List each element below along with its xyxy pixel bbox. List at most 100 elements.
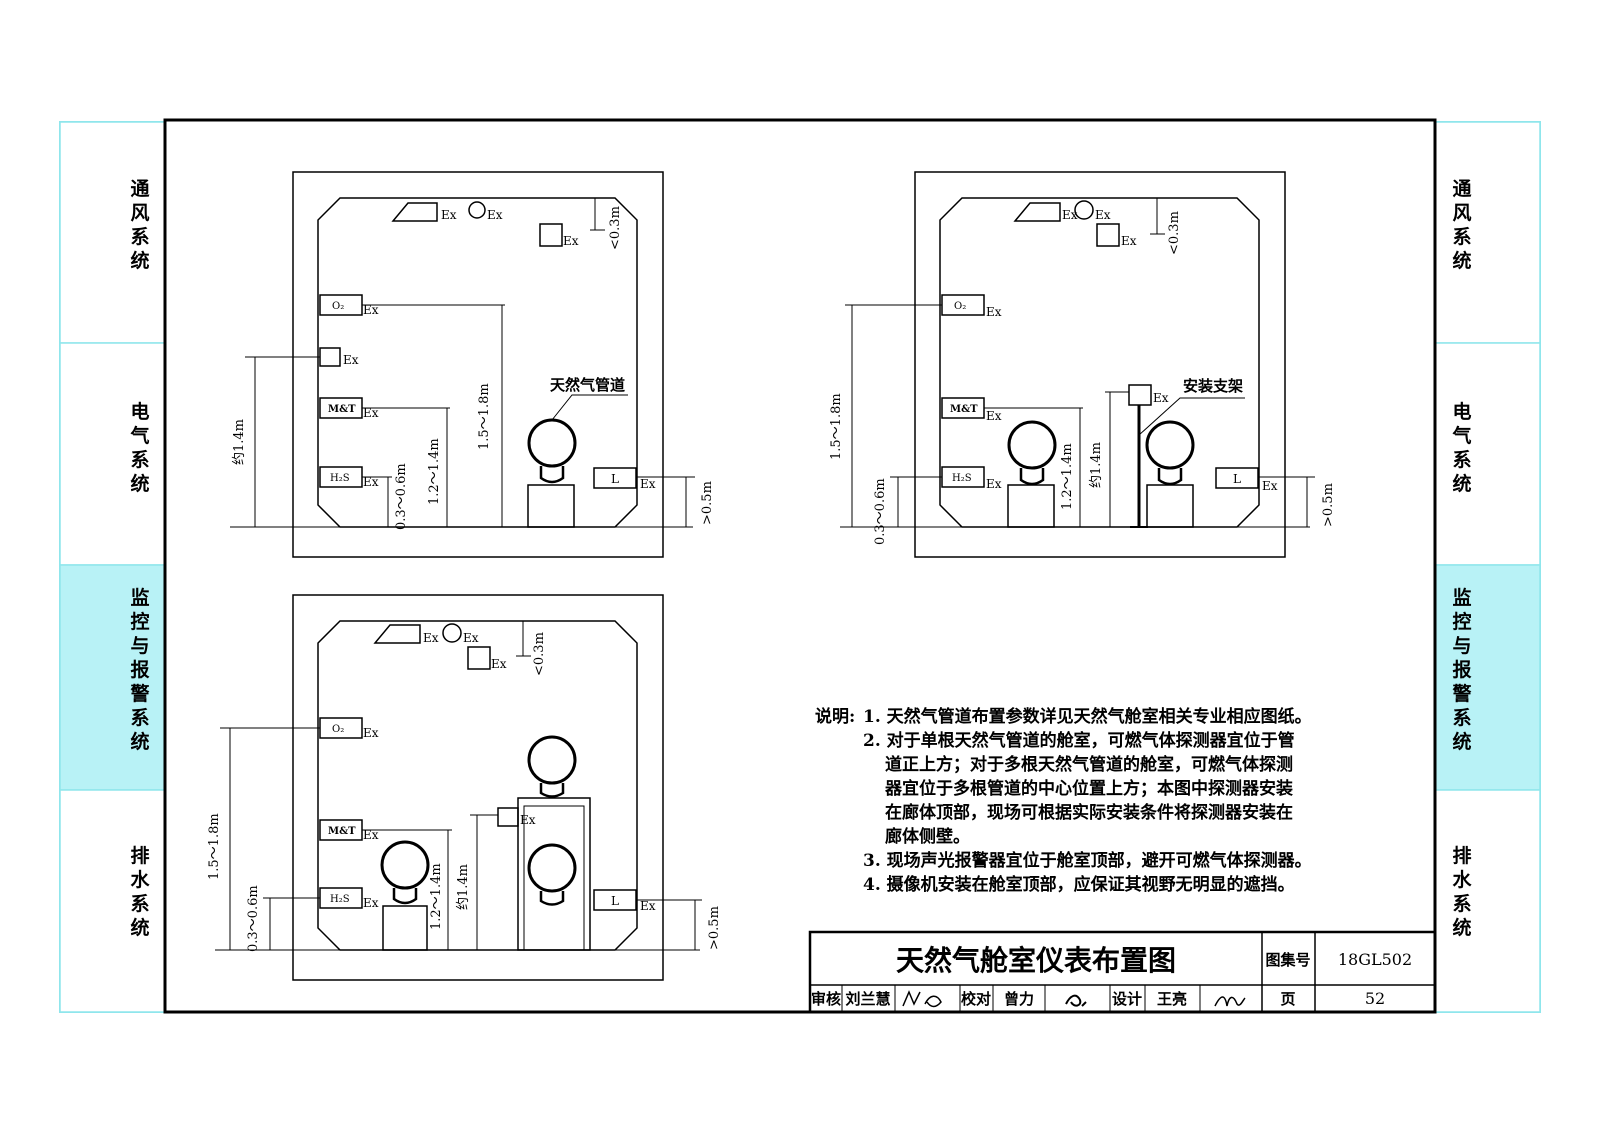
panel-a-dim-top-label: <0.3m <box>608 206 623 250</box>
panel-a-ex-h2s: Ex <box>363 475 379 489</box>
panel-b-ex-l: Ex <box>1262 479 1278 493</box>
panel-c-dim-1518-label: 1.5～1.8m <box>207 813 222 880</box>
page-label: 页 <box>1280 990 1295 1008</box>
panel-b-ex-alarm: Ex <box>1062 208 1078 222</box>
panel-b-ex-h2s: Ex <box>986 477 1002 491</box>
tab-electrical[interactable] <box>59 342 166 566</box>
notes-heading: 说明: <box>815 706 855 727</box>
review-label: 审核 <box>811 990 841 1008</box>
panel-b-dim-1518-label: 1.5～1.8m <box>829 393 844 460</box>
note-line-6: 廊体侧壁。 <box>885 826 970 847</box>
checker-name: 曾力 <box>1004 990 1034 1008</box>
panel-b-dim-1214-label: 1.2～1.4m <box>1060 443 1075 510</box>
panel-c-ex-alarm: Ex <box>423 631 439 645</box>
side-nav-left: 通风系统 电气系统 监控与报警系统 排水系统 <box>59 121 166 1013</box>
side-nav-right: 通风系统 电气系统 监控与报警系统 排水系统 <box>1434 121 1541 1013</box>
panel-c-alarm-icon <box>373 624 421 644</box>
tab-drainage[interactable] <box>59 789 166 1013</box>
panel-a-ex-mt: Ex <box>363 406 379 420</box>
panel-b-ex-mt: Ex <box>986 409 1002 423</box>
panel-a-outline <box>292 171 664 558</box>
panel-c-ex-mt: Ex <box>363 828 379 842</box>
panel-a-dim-approx14-label: 约1.4m <box>232 419 247 465</box>
panel-two-pipes <box>840 171 1315 558</box>
note-line-8: 4. 摄像机安装在舱室顶部，应保证其视野无明显的遮挡。 <box>863 874 1295 895</box>
panel-a-gas-detector-icon <box>539 223 563 247</box>
panel-a-pipe-clamp <box>539 466 565 484</box>
check-label: 校对 <box>961 990 991 1008</box>
panel-c-dim-gt05-label: >0.5m <box>707 906 722 950</box>
panel-b-outline <box>914 171 1286 558</box>
tab-ventilation-label: 通风系统 <box>130 178 150 272</box>
panel-c-mt-label: M&T <box>328 826 356 837</box>
panel-c-ex-h2s: Ex <box>363 896 379 910</box>
tab-drainage-right[interactable] <box>1434 789 1541 1013</box>
panel-c-ex-camera: Ex <box>463 631 479 645</box>
panel-a-dim-1214-label: 1.2～1.4m <box>427 438 442 505</box>
panel-c-ex-o2: Ex <box>363 726 379 740</box>
panel-stacked-pipes <box>215 594 702 981</box>
panel-b-ex-o2: Ex <box>986 305 1002 319</box>
panel-b-support-2 <box>1146 484 1194 528</box>
panel-a-ex-phone: Ex <box>343 353 359 367</box>
panel-a-ex-camera: Ex <box>487 208 503 222</box>
notes: 说明: 1. 天然气管道布置参数详见天然气舱室相关专业相应图纸。 2. 对于单根… <box>815 706 1312 895</box>
panel-a-o2-label: O₂ <box>332 301 344 312</box>
panel-a-ex-o2: Ex <box>363 303 379 317</box>
panel-b-phone-icon <box>1128 384 1152 406</box>
panel-b-labels: Ex Ex Ex O₂ Ex M&T Ex H₂S Ex L Ex Ex 安装支… <box>829 208 1336 545</box>
panel-b-dim-top-label: <0.3m <box>1167 211 1182 255</box>
panel-b-l-label: L <box>1233 472 1241 486</box>
atlas-label: 图集号 <box>1265 951 1310 969</box>
tab-ventilation-right[interactable] <box>1434 121 1541 344</box>
panel-c-outline <box>292 594 664 981</box>
page-number: 52 <box>1365 989 1385 1008</box>
note-line-4: 器宜位于多根管道的中心位置上方；本图中探测器安装 <box>884 778 1293 799</box>
panel-a-dim-gt05-label: >0.5m <box>700 481 715 525</box>
panel-a-l-label: L <box>611 472 619 486</box>
panel-c-dim-top-label: <0.3m <box>532 632 547 676</box>
panel-a-level-sensor <box>593 467 637 489</box>
panel-c-pipe-1 <box>380 840 430 890</box>
panel-b-ex-camera: Ex <box>1095 208 1111 222</box>
panel-a-pipe-callout: 天然气管道 <box>550 376 625 394</box>
panel-b-callout-leader <box>1138 397 1245 436</box>
note-line-2: 2. 对于单根天然气管道的舱室，可燃气体探测器宜位于管 <box>863 730 1295 751</box>
panel-b-dim-gt05-label: >0.5m <box>1321 483 1336 527</box>
tab-monitoring-right[interactable] <box>1434 564 1541 791</box>
panel-b-ex-phone: Ex <box>1153 391 1169 405</box>
panel-c-pipe-2 <box>527 735 577 785</box>
checker-initials-mark <box>902 990 942 1008</box>
panel-b-ex-detector: Ex <box>1121 234 1137 248</box>
panel-a-labels: Ex Ex Ex O₂ Ex Ex M&T Ex H₂S Ex L Ex 天然气… <box>232 206 715 530</box>
reviewer-name: 刘兰慧 <box>845 990 890 1008</box>
atlas-number: 18GL502 <box>1338 950 1412 969</box>
panel-b-h2s-label: H₂S <box>952 473 972 484</box>
panel-c-ex-l: Ex <box>640 899 656 913</box>
panel-c-dim-approx14-label: 约1.4m <box>456 864 471 910</box>
note-line-1: 1. 天然气管道布置参数详见天然气舱室相关专业相应图纸。 <box>863 706 1312 727</box>
tab-ventilation[interactable] <box>59 121 166 344</box>
panel-a-ex-l: Ex <box>640 477 656 491</box>
panel-a-alarm-icon <box>391 202 438 222</box>
tab-ventilation-right-label: 通风系统 <box>1452 178 1472 272</box>
design-label: 设计 <box>1112 990 1142 1008</box>
note-line-5: 在廊体顶部，现场可根据实际安装条件将探测器安装在 <box>885 802 1293 823</box>
title-block-text: 天然气舱室仪表布置图 图集号 18GL502 审核 刘兰慧 校对 曾力 设计 王… <box>811 944 1412 1008</box>
tab-electrical-right[interactable] <box>1434 342 1541 566</box>
checker-signature-mark <box>1065 994 1087 1007</box>
panel-single-pipe <box>230 171 695 558</box>
panel-b-gas-detector-icon <box>1096 223 1120 247</box>
tab-monitoring-label: 监控与报警系统 <box>130 586 149 753</box>
panel-a-ex-detector: Ex <box>563 234 579 248</box>
panel-c-dim-1214-label: 1.2～1.4m <box>429 863 444 930</box>
panel-b-alarm-icon <box>1013 202 1061 222</box>
panel-c-dim-0306-label: 0.3～0.6m <box>246 885 261 952</box>
main-frame <box>163 118 1437 1014</box>
panel-c-camera-icon <box>442 623 462 643</box>
panel-a-dim-0306-label: 0.3～0.6m <box>394 463 409 530</box>
panel-a-mt-label: M&T <box>328 404 356 415</box>
panel-b-level-sensor <box>1215 467 1259 489</box>
panel-b-bracket-callout: 安装支架 <box>1183 377 1243 395</box>
panel-b-support-1 <box>1007 484 1055 528</box>
